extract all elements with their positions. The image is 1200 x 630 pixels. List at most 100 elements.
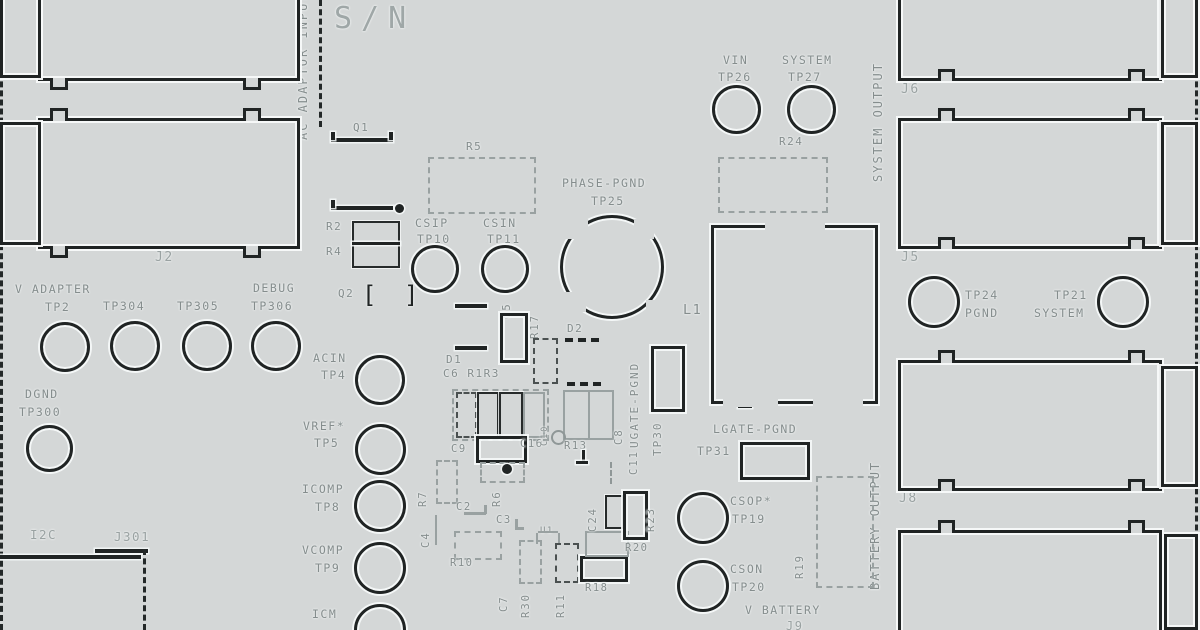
c16-label: C16 [520, 438, 544, 450]
dgnd-label: DGND [25, 387, 59, 401]
test-point-tp300-circle [26, 425, 73, 472]
connector-tl-tab [0, 0, 41, 78]
i2c-label: I2C [30, 527, 58, 542]
connector-j8a-notch-4 [1128, 479, 1145, 491]
j9-label: J9 [786, 619, 804, 630]
tp5-label: TP5 [314, 436, 340, 450]
connector-j8b-notch-1 [938, 520, 955, 533]
acin-label: ACIN [313, 351, 347, 365]
r3-outline [499, 392, 523, 438]
tp27-label: TP27 [788, 70, 822, 84]
r20-label: R20 [625, 542, 649, 554]
connector-j5-body [898, 118, 1162, 249]
connector-j2-tab [0, 122, 41, 245]
connector-j5-notch-4 [1128, 237, 1145, 249]
connector-j2-body [38, 118, 300, 249]
tp25-label: TP25 [591, 194, 625, 208]
tp11-label: TP11 [487, 232, 521, 246]
tp10-label: TP10 [417, 232, 451, 246]
icomp-label: ICOMP [302, 482, 345, 496]
r7-label: R7 [417, 490, 429, 507]
l1-gap-bottom-2 [813, 396, 863, 407]
connector-j2-notch-4 [243, 246, 261, 258]
r1-outline [477, 392, 499, 438]
d1-pad-line-2 [455, 346, 487, 350]
c8-group-divider [588, 392, 590, 438]
c10-circle [551, 430, 566, 445]
c2-lead-line [464, 512, 486, 515]
test-point-tp306-circle [251, 321, 301, 371]
vref-label: VREF* [303, 419, 346, 433]
l1-label: L1 [683, 302, 703, 318]
r10-label: R10 [450, 557, 474, 569]
test-point-tp304-circle [110, 321, 160, 371]
r5-outline [428, 157, 536, 214]
u1-bracket-left [536, 533, 538, 544]
lgate-pgnd-label: LGATE-PGND [713, 422, 798, 436]
r6-dot [502, 464, 512, 474]
r19-label: R19 [794, 554, 806, 579]
tp24-label: TP24 [965, 288, 999, 302]
d1-pad-line-1 [455, 304, 487, 308]
test-point-tp21-circle [1097, 276, 1149, 328]
connector-tl-notch-1 [50, 78, 68, 90]
c6-r1-r3-label: C6 R1R3 [443, 367, 500, 380]
q2-bracket-left: [ [362, 281, 378, 309]
c24-outline [605, 495, 624, 529]
r24-outline [718, 157, 828, 213]
test-point-tp27-circle [787, 85, 836, 134]
c3-label: C3 [496, 514, 512, 526]
vin-label: VIN [723, 53, 749, 67]
phase-pgnd-label: PHASE-PGND [562, 176, 647, 190]
connector-tl-notch-2 [243, 78, 261, 90]
r19-outline [816, 476, 874, 588]
tp306-label: TP306 [251, 299, 294, 313]
j6-label: J6 [901, 82, 920, 97]
connector-j8a-body [898, 360, 1162, 491]
tp31-outline [740, 442, 810, 480]
r18-outline [580, 556, 628, 582]
connector-j8a-tab [1161, 366, 1198, 487]
test-point-tp11-circle [481, 245, 529, 293]
q2-pad-tick-left [331, 200, 335, 208]
connector-j8a-notch-2 [1128, 350, 1145, 363]
csop-label: CSOP* [730, 494, 773, 508]
d2-label: D2 [567, 322, 584, 335]
c5-outline [500, 313, 528, 363]
c7-label: C7 [498, 595, 510, 612]
c3-lead-horizontal [515, 527, 524, 530]
u1-bracket-top [538, 531, 558, 533]
vcomp-label: VCOMP [302, 543, 345, 557]
q2-pad-dot [395, 204, 404, 213]
ac-adaptor-input-label: AC ADAPTOR INPUT [296, 0, 310, 140]
serial-number-label: S/N [334, 1, 416, 36]
c8-label: C8 [613, 428, 625, 445]
debug-label: DEBUG [253, 281, 296, 295]
connector-tl-body [38, 0, 300, 81]
tp4-label: TP4 [321, 368, 347, 382]
r5-label: R5 [466, 140, 483, 153]
test-point-tp305-circle [182, 321, 232, 371]
r6-label: R6 [491, 490, 503, 507]
d1-label: D1 [446, 353, 463, 366]
icm-label: ICM [312, 607, 338, 621]
board-edge-right [1195, 0, 1198, 630]
test-point-icm-circle [354, 604, 406, 630]
connector-j8b-body [898, 530, 1162, 630]
q1-label: Q1 [353, 121, 370, 134]
c4-label: C4 [420, 531, 432, 548]
connector-j2-notch-1 [50, 108, 68, 121]
tp30-label: TP30 [651, 421, 664, 457]
connector-j8b-notch-2 [1128, 520, 1145, 533]
connector-j5-notch-1 [938, 108, 955, 121]
c6-group-outline [452, 389, 549, 441]
d2-pad-line-1 [565, 338, 599, 342]
connector-j6-tab [1161, 0, 1198, 78]
r2-r4-divider [352, 242, 400, 245]
q1-pad-tick-right [389, 132, 393, 140]
connector-i2c-line [0, 555, 141, 559]
tp26-label: TP26 [718, 70, 752, 84]
c2-label: C2 [456, 501, 472, 513]
d2-pad-line-2 [567, 382, 601, 386]
r13-lead-vertical [582, 450, 585, 464]
